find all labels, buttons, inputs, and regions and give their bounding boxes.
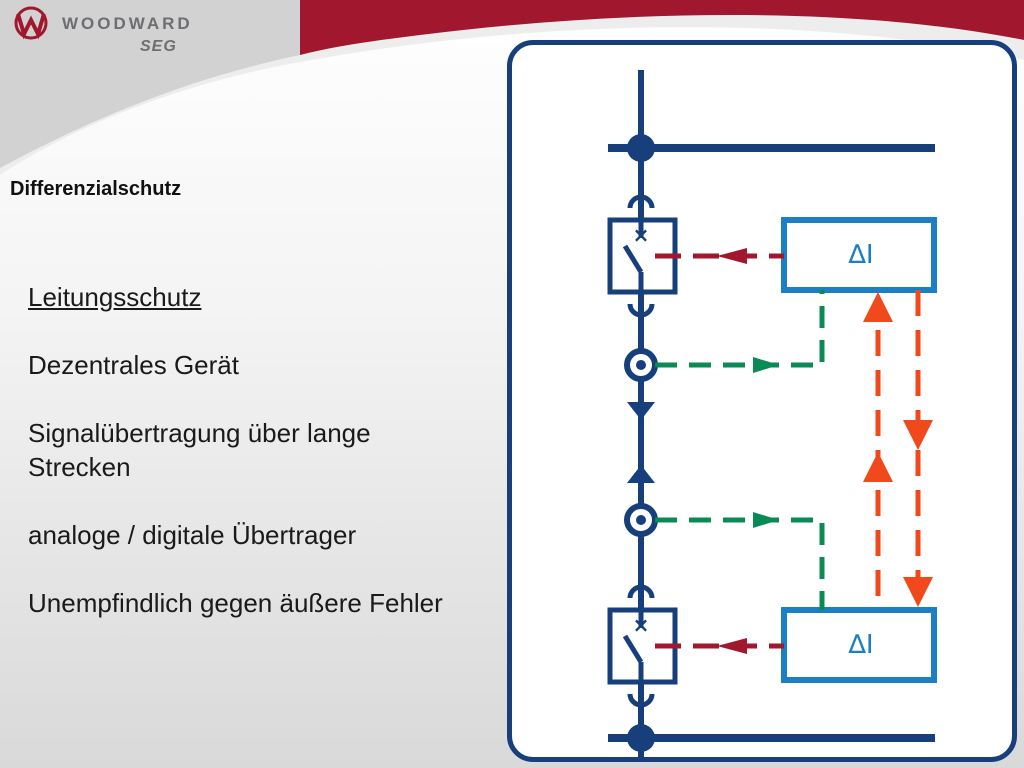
- current-transformer-top: [624, 348, 658, 382]
- current-transformer-bottom: [624, 503, 658, 537]
- comm-arrow-up-1: [863, 292, 893, 322]
- relay-top-label: ∆I: [848, 240, 874, 270]
- relay-bottom-label: ∆I: [848, 630, 874, 660]
- svg-text:×: ×: [633, 223, 650, 247]
- slide-title: Differenzialschutz: [10, 178, 182, 200]
- relay-bottom: [781, 607, 937, 683]
- comm-arrow-down-1: [903, 420, 933, 450]
- measurement-signal-top: [655, 290, 825, 368]
- line-differential-diagram: × ×: [607, 70, 937, 762]
- measurement-arrow-bottom: [753, 512, 779, 528]
- bullet-item: Signalübertragung über lange Strecken: [28, 418, 371, 482]
- measurement-arrow-top: [753, 357, 779, 373]
- woodward-logo-icon: [14, 6, 48, 40]
- trip-arrow-top: [717, 248, 747, 264]
- comm-arrow-up-2: [863, 452, 893, 482]
- brand-sub: SEG: [140, 38, 177, 55]
- direction-marker-down: [627, 402, 655, 420]
- svg-text:×: ×: [633, 613, 650, 637]
- direction-marker-up: [627, 465, 655, 483]
- bullet-item: Unempfindlich gegen äußere Fehler: [28, 588, 443, 618]
- measurement-signal-bottom: [655, 517, 825, 610]
- bullet-list: Leitungsschutz Dezentrales Gerät Signalü…: [28, 280, 498, 654]
- bullet-item: Leitungsschutz: [28, 282, 202, 312]
- comm-arrow-down-2: [903, 577, 933, 607]
- bullet-item: analoge / digitale Übertrager: [28, 520, 357, 550]
- trip-arrow-bottom: [717, 638, 747, 654]
- bullet-item: Dezentrales Gerät: [28, 350, 239, 380]
- brand-logo: WOODWARD SEG: [10, 6, 210, 56]
- header-swoosh: [0, 0, 1024, 175]
- brand-name: WOODWARD: [62, 14, 193, 33]
- relay-top: [781, 217, 937, 293]
- circuit-breaker-top: ×: [607, 194, 678, 318]
